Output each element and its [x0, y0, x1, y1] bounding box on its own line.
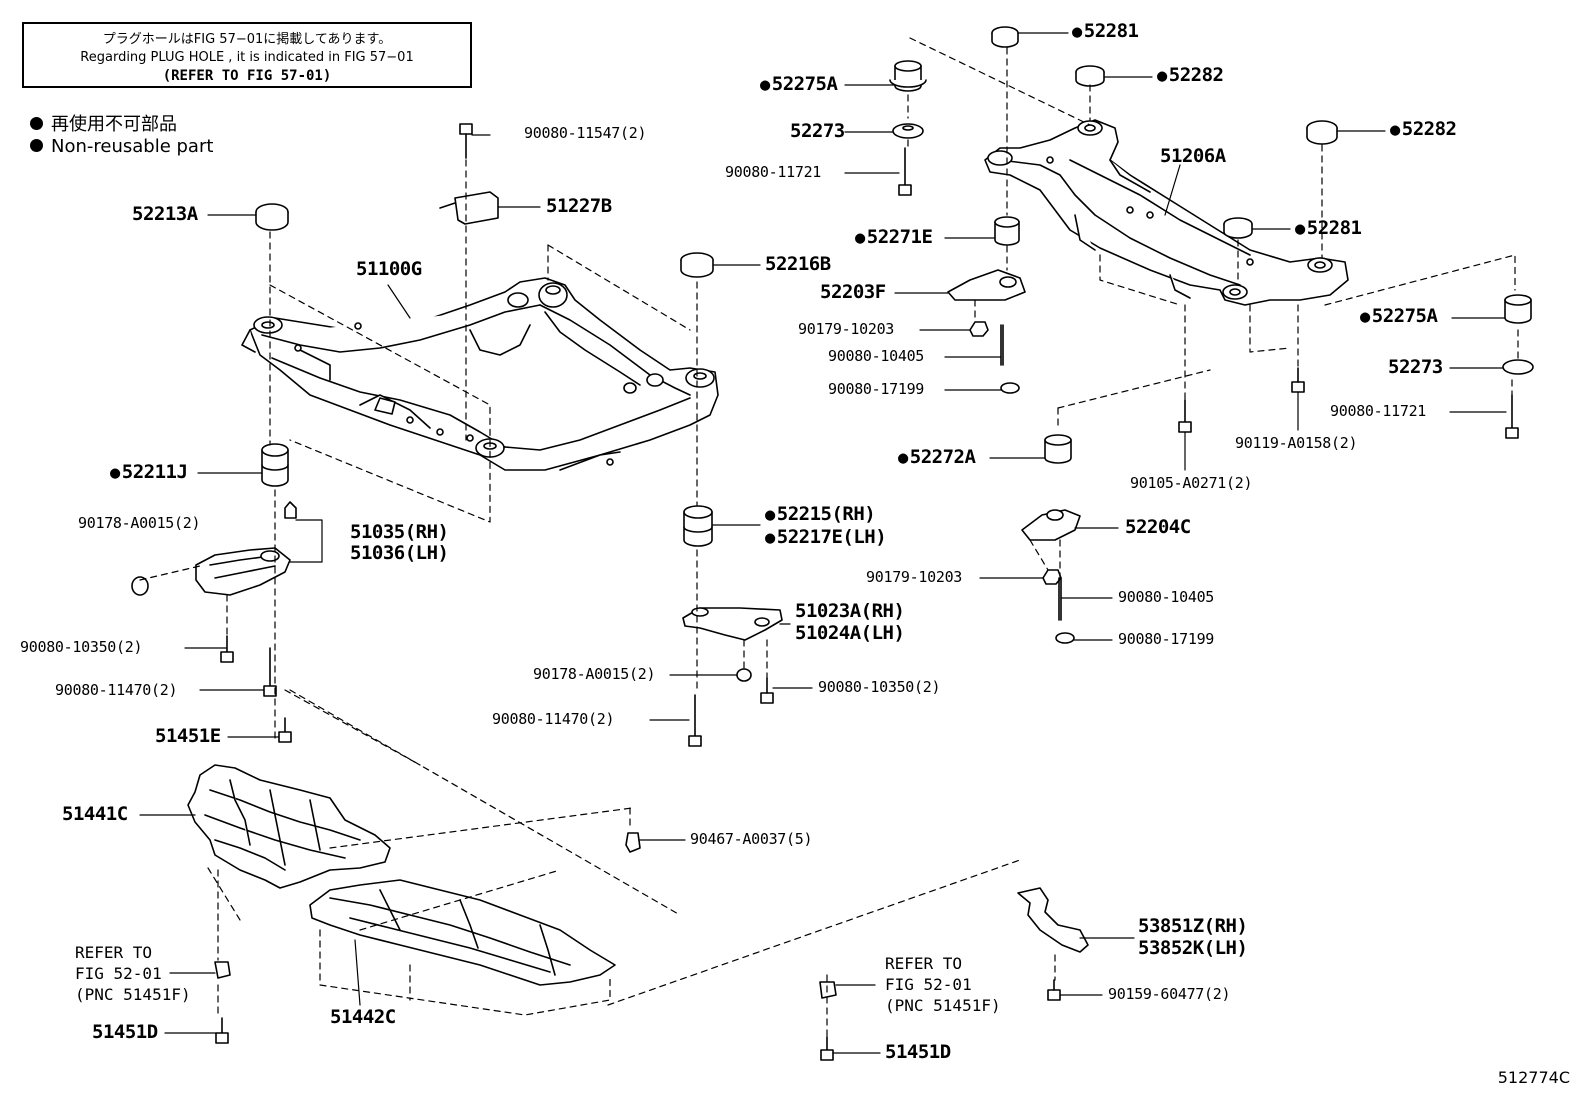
part-label-51451e[interactable]: 51451E: [155, 725, 221, 747]
diagram-id: 512774C: [1497, 1068, 1570, 1087]
refer-line-1: REFER TO: [885, 954, 963, 973]
part-label-90080-11470-left[interactable]: 90080-11470(2): [55, 681, 178, 699]
refer-line-3: (PNC 51451F): [885, 996, 1001, 1015]
legend-jp-text: 再使用不可部品: [51, 114, 177, 135]
part-label-52281-top[interactable]: 52281: [1072, 22, 1139, 41]
part-label-90080-10350-mid[interactable]: 90080-10350(2): [818, 678, 941, 696]
part-label-51442c[interactable]: 51442C: [330, 1006, 396, 1028]
bushings: [131, 26, 1534, 682]
part-label-90119-a0158[interactable]: 90119-A0158(2): [1235, 434, 1358, 452]
part-label-90159-60477[interactable]: 90159-60477(2): [1108, 985, 1231, 1003]
part-label-90178-a0015-mid[interactable]: 90178-A0015(2): [533, 665, 656, 683]
rear-member-51206a: [984, 119, 1349, 306]
legend-english: Non-reusable part: [30, 136, 213, 157]
part-label-90178-a0015-left[interactable]: 90178-A0015(2): [78, 514, 201, 532]
part-label-53851z[interactable]: 53851Z(RH): [1138, 915, 1248, 937]
part-label-53852k[interactable]: 53852K(LH): [1138, 937, 1248, 959]
note-english: Regarding PLUG HOLE , it is indicated in…: [80, 50, 414, 65]
part-label-52217e[interactable]: 52217E(LH): [765, 528, 887, 547]
part-label-90105-a0271[interactable]: 90105-A0271(2): [1130, 474, 1253, 492]
non-reusable-dot-icon: [30, 116, 43, 130]
note-reference: (REFER TO FIG 57-01): [162, 68, 332, 84]
part-label-51100g[interactable]: 51100G: [356, 258, 422, 280]
part-label-52215[interactable]: 52215(RH): [765, 505, 876, 524]
part-label-90080-10405-top[interactable]: 90080-10405: [828, 347, 925, 365]
part-label-52272a[interactable]: 52272A: [898, 448, 976, 467]
part-label-52282-right[interactable]: 52282: [1390, 120, 1457, 139]
refer-to-fig-left[interactable]: REFER TO FIG 52-01 (PNC 51451F): [75, 942, 191, 1005]
bracket-53851z: [1017, 887, 1089, 953]
part-label-52203f[interactable]: 52203F: [820, 281, 886, 303]
part-label-51023a[interactable]: 51023A(RH): [795, 600, 905, 622]
part-label-90080-17199-top[interactable]: 90080-17199: [828, 380, 925, 398]
part-label-52282-top[interactable]: 52282: [1157, 66, 1224, 85]
plug-hole-note: プラグホールはFIG 57−01に掲載してあります。 Regarding PLU…: [22, 22, 472, 88]
part-label-52271e[interactable]: 52271E: [855, 228, 933, 247]
note-japanese: プラグホールはFIG 57−01に掲載してあります。: [102, 32, 392, 47]
refer-line-1: REFER TO: [75, 943, 153, 962]
part-label-52213a[interactable]: 52213A: [132, 203, 198, 225]
part-label-90467-a0037[interactable]: 90467-A0037(5): [690, 830, 813, 848]
part-label-51451d-right[interactable]: 51451D: [885, 1041, 951, 1063]
legend-japanese: 再使用不可部品: [30, 110, 177, 136]
part-label-51024a[interactable]: 51024A(LH): [795, 622, 905, 644]
crossmember-51100g: [241, 277, 719, 471]
refer-line-2: FIG 52-01: [885, 975, 972, 994]
part-label-90179-10203-top[interactable]: 90179-10203: [798, 320, 895, 338]
part-label-52204c[interactable]: 52204C: [1125, 516, 1191, 538]
part-label-51206a[interactable]: 51206A: [1160, 145, 1226, 167]
under-cover-51441c: [187, 764, 391, 889]
part-label-52275a-top[interactable]: 52275A: [760, 75, 838, 94]
refer-to-fig-right[interactable]: REFER TO FIG 52-01 (PNC 51451F): [885, 953, 1001, 1016]
part-label-51441c[interactable]: 51441C: [62, 803, 128, 825]
part-label-51451d-left[interactable]: 51451D: [92, 1021, 158, 1043]
part-label-52211j[interactable]: 52211J: [110, 463, 188, 482]
leader-lines: [139, 32, 1507, 1054]
part-label-90080-11470-mid[interactable]: 90080-11470(2): [492, 710, 615, 728]
part-label-90080-17199-bottom[interactable]: 90080-17199: [1118, 630, 1215, 648]
refer-line-2: FIG 52-01: [75, 964, 162, 983]
part-label-51035[interactable]: 51035(RH): [350, 521, 449, 543]
part-label-51227b[interactable]: 51227B: [546, 195, 612, 217]
part-label-90080-11547[interactable]: 90080-11547(2): [524, 124, 647, 142]
bolts: [214, 123, 1519, 1061]
part-label-90080-11721-right[interactable]: 90080-11721: [1330, 402, 1427, 420]
part-label-90179-10203-bottom[interactable]: 90179-10203: [866, 568, 963, 586]
legend-en-text: Non-reusable part: [51, 136, 214, 157]
part-label-90080-10350-left[interactable]: 90080-10350(2): [20, 638, 143, 656]
part-label-52281-right[interactable]: 52281: [1295, 219, 1362, 238]
dashed-lines: [139, 37, 1519, 1038]
part-label-51036[interactable]: 51036(LH): [350, 542, 449, 564]
part-label-90080-10405-bottom[interactable]: 90080-10405: [1118, 588, 1215, 606]
non-reusable-dot-icon: [30, 138, 43, 152]
part-label-52273-right[interactable]: 52273: [1388, 356, 1443, 378]
part-label-52273-top[interactable]: 52273: [790, 120, 845, 142]
part-label-52216b[interactable]: 52216B: [765, 253, 831, 275]
under-cover-51442c: [309, 879, 616, 986]
part-label-90080-11721-top[interactable]: 90080-11721: [725, 163, 822, 181]
part-label-52275a-right[interactable]: 52275A: [1360, 307, 1438, 326]
refer-line-3: (PNC 51451F): [75, 985, 191, 1004]
